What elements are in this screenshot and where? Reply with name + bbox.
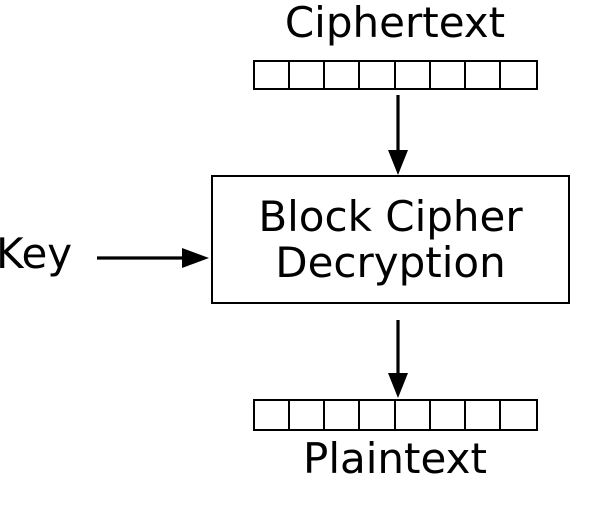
plaintext-cell (430, 401, 466, 429)
key-label: Key (0, 229, 73, 278)
ciphertext-cell (360, 62, 396, 88)
plaintext-cell (465, 401, 501, 429)
ciphertext-cell (290, 62, 326, 88)
ciphertext-block-grid (253, 60, 538, 90)
cipher-to-plaintext-arrow (388, 320, 408, 398)
ciphertext-cell (395, 62, 431, 88)
cipher-box-line-1: Block Cipher (258, 192, 523, 242)
ciphertext-cell (255, 62, 291, 88)
plaintext-cell (290, 401, 326, 429)
block-cipher-decryption-box: Block Cipher Decryption (211, 175, 570, 304)
plaintext-block-grid (253, 399, 538, 431)
ciphertext-label: Ciphertext (284, 0, 506, 47)
cipher-box-line-2: Decryption (275, 237, 506, 287)
ciphertext-cell (325, 62, 361, 88)
plaintext-label: Plaintext (303, 434, 487, 483)
ciphertext-cell (500, 62, 536, 88)
plaintext-cell (360, 401, 396, 429)
plaintext-cell (325, 401, 361, 429)
ciphertext-to-cipher-arrow (388, 95, 408, 175)
plaintext-cell (255, 401, 291, 429)
ciphertext-cell (465, 62, 501, 88)
key-to-cipher-arrow (97, 248, 209, 268)
plaintext-cell (500, 401, 536, 429)
ciphertext-cell (430, 62, 466, 88)
plaintext-cell (395, 401, 431, 429)
